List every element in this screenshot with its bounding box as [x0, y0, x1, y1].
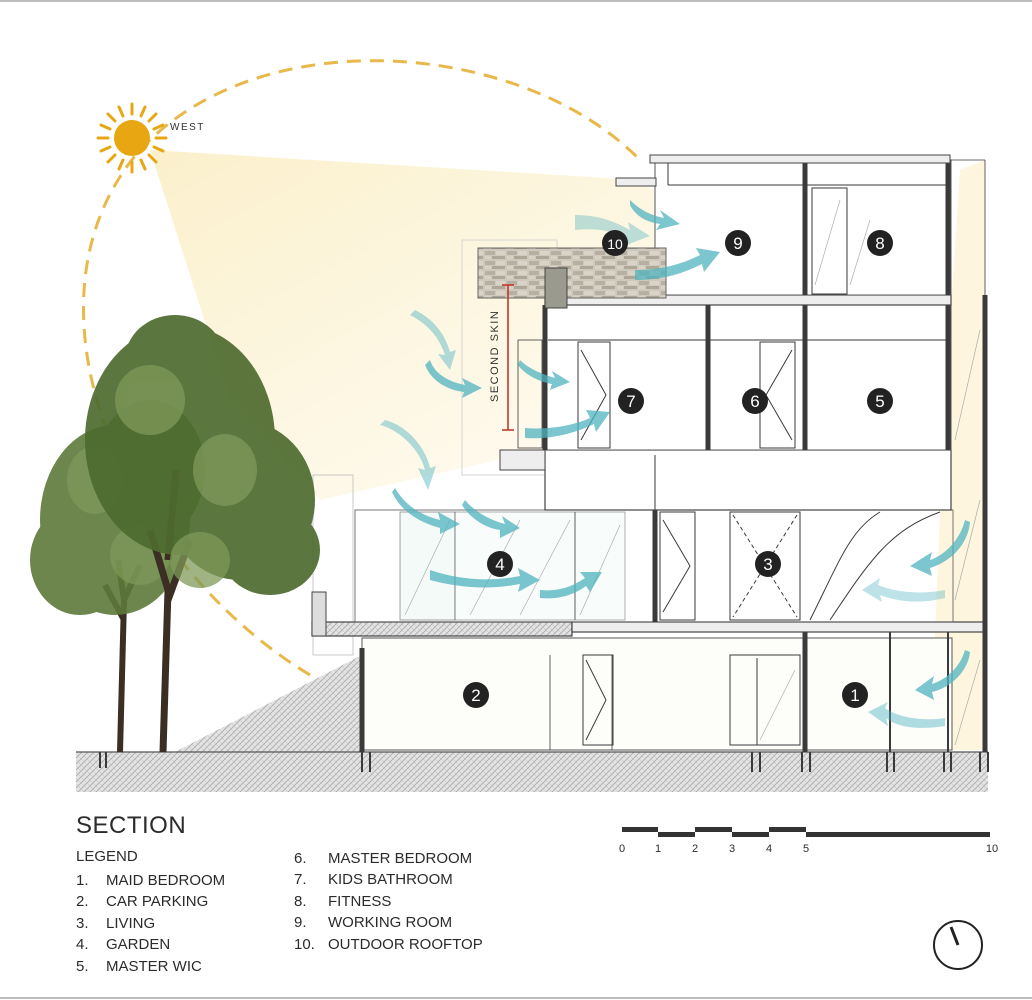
bottom-border	[0, 997, 1032, 999]
svg-text:9: 9	[733, 234, 742, 253]
svg-text:8: 8	[875, 234, 884, 253]
svg-text:5: 5	[875, 392, 884, 411]
sun-icon	[96, 102, 168, 174]
legend-item: 1.MAID BEDROOM	[76, 872, 226, 889]
legend-list-2: 6.MASTER BEDROOM 7.KIDS BATHROOM 8.FITNE…	[294, 848, 483, 955]
scale-bar	[622, 827, 990, 837]
second-skin-label: SECOND SKIN	[489, 310, 501, 402]
tree-right	[85, 315, 320, 753]
legend-title: LEGEND	[76, 848, 138, 865]
svg-text:6: 6	[750, 392, 759, 411]
scale-tick-label: 5	[802, 843, 810, 855]
room-marker-9: 9	[725, 230, 751, 256]
room-marker-2: 2	[463, 682, 489, 708]
room-marker-10: 10	[602, 230, 628, 256]
svg-text:1: 1	[850, 686, 859, 705]
svg-text:4: 4	[495, 555, 504, 574]
room-marker-1: 1	[842, 682, 868, 708]
top-border	[0, 0, 1032, 2]
legend-list-1: 1.MAID BEDROOM 2.CAR PARKING 3.LIVING 4.…	[76, 870, 225, 977]
room-marker-4: 4	[487, 551, 513, 577]
scale-tick-label: 1	[654, 843, 662, 855]
svg-text:2: 2	[471, 686, 480, 705]
svg-text:10: 10	[607, 236, 623, 252]
stone-parapet	[477, 247, 667, 299]
section-title: SECTION	[76, 812, 187, 839]
embankment	[175, 655, 362, 752]
legend-item: 2.CAR PARKING	[76, 893, 209, 911]
legend-item: 7.KIDS BATHROOM	[294, 871, 453, 889]
room-marker-8: 8	[867, 230, 893, 256]
legend-item: 4.GARDEN	[76, 936, 171, 954]
scale-tick-label: 4	[765, 843, 773, 855]
svg-text:3: 3	[763, 555, 772, 574]
scale-tick-label: 10	[985, 843, 999, 855]
north-arrow-icon	[933, 920, 983, 970]
legend-item: 5.MASTER WIC	[76, 957, 202, 975]
scale-tick-label: 2	[691, 843, 699, 855]
room-marker-5: 5	[867, 388, 893, 414]
scale-tick-label: 3	[728, 843, 736, 855]
legend-item: 10.OUTDOOR ROOFTOP	[294, 935, 483, 953]
ground-hatch	[76, 752, 988, 792]
sunlight-wash-right	[930, 160, 985, 750]
sun-label: WEST	[170, 122, 205, 133]
room-marker-3: 3	[755, 551, 781, 577]
legend-item: 3.LIVING	[76, 914, 156, 932]
svg-text:7: 7	[626, 392, 635, 411]
room-marker-6: 6	[742, 388, 768, 414]
architectural-section: WEST	[30, 59, 989, 792]
room-marker-7: 7	[618, 388, 644, 414]
legend-item: 6.MASTER BEDROOM	[294, 850, 473, 867]
legend-item: 8.FITNESS	[294, 892, 392, 910]
scale-tick-label: 0	[618, 843, 626, 855]
legend-item: 9.WORKING ROOM	[294, 914, 453, 932]
